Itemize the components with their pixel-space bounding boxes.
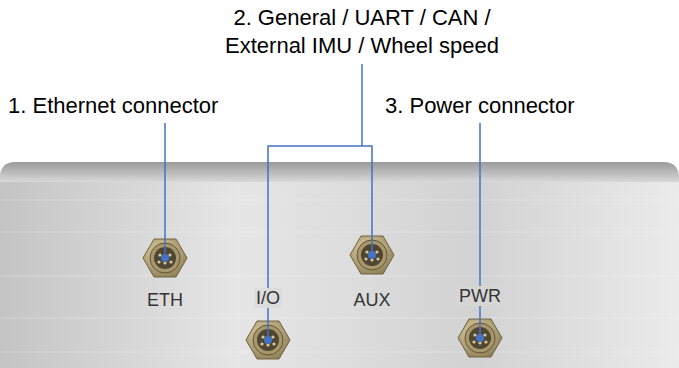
leader-line	[268, 146, 372, 340]
leader-dot	[161, 254, 169, 262]
leader-dots	[161, 251, 484, 344]
callout-label: 2. General / UART / CAN / External IMU /…	[192, 4, 532, 60]
housing	[0, 162, 679, 368]
housing-edge	[0, 162, 679, 182]
leader-line	[164, 123, 166, 258]
leader-dot	[368, 251, 376, 259]
port-name: AUX	[351, 290, 392, 310]
brushed-texture	[0, 200, 679, 352]
port-name: I/O	[254, 288, 282, 308]
leader-dot	[476, 334, 484, 342]
leader-line	[361, 64, 363, 146]
callout-label: 3. Power connector	[385, 92, 575, 120]
callout-label: 1. Ethernet connector	[8, 92, 218, 120]
port-name: ETH	[145, 290, 185, 310]
leader-dot	[264, 336, 272, 344]
port-name: PWR	[457, 286, 503, 306]
